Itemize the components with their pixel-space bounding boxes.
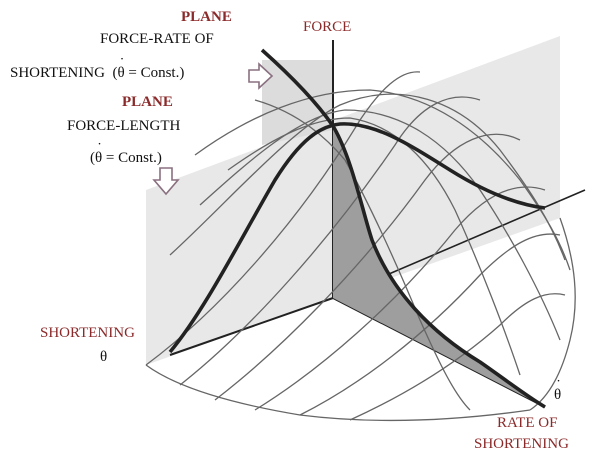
axis-rate-symbol-text: θ xyxy=(554,377,561,404)
axis-rate-line2: SHORTENING xyxy=(474,436,569,452)
plane1-title: PLANE xyxy=(181,9,232,25)
axis-force-label: FORCE xyxy=(303,19,352,35)
axis-shortening-label: SHORTENING xyxy=(40,325,135,341)
axis-rate-symbol: θ xyxy=(554,377,561,404)
shortening-axis xyxy=(169,297,334,356)
force-velocity-curve xyxy=(260,48,546,409)
axis-rate-line1: RATE OF xyxy=(497,415,558,431)
plane2-line2: (θ = Const.) xyxy=(90,140,162,167)
plane1-line2: SHORTENING (θ = Const.) xyxy=(10,55,184,82)
plane1-line1: FORCE-RATE OF xyxy=(100,31,214,47)
arrow-down-icon xyxy=(152,167,180,196)
plane1-equation: θ = Const. xyxy=(117,55,179,82)
plane2-line1: FORCE-LENGTH xyxy=(67,118,181,134)
force-velocity-shaded-section xyxy=(333,126,545,407)
plane2-title: PLANE xyxy=(122,94,173,110)
arrow-right-icon xyxy=(248,62,274,90)
force-length-curve xyxy=(168,122,546,354)
plane2-equation: θ = Const. xyxy=(95,140,157,167)
plane1-line2-prefix: SHORTENING xyxy=(10,65,105,81)
surface-mesh xyxy=(145,71,576,422)
axis-shortening-symbol: θ xyxy=(100,349,108,365)
